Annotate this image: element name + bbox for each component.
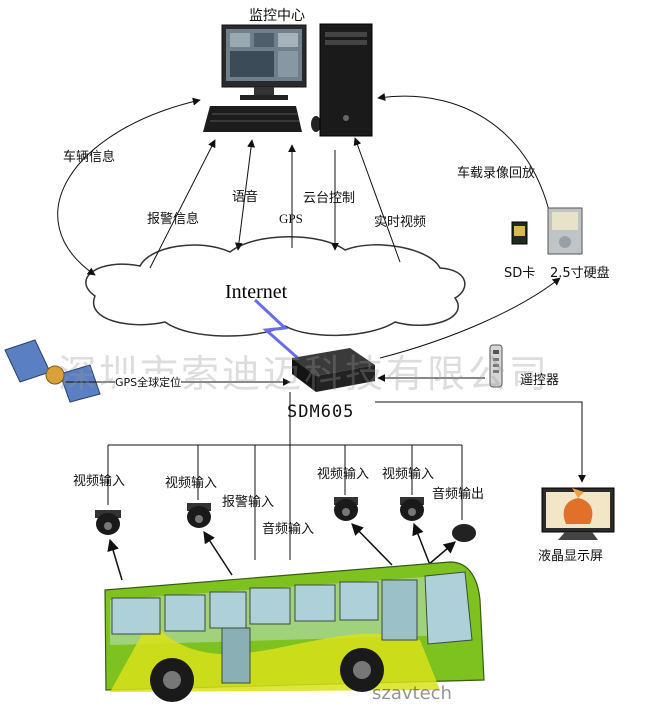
remote-control-label: 遥控器 xyxy=(520,373,560,388)
sd-card-icon xyxy=(511,221,528,245)
audio-input-label: 音频输入 xyxy=(262,522,315,537)
gps-label: GPS xyxy=(279,211,303,226)
camera-icon xyxy=(95,510,121,535)
wireless-link-icon xyxy=(253,298,301,362)
arrow-realtime-video xyxy=(353,137,401,263)
ptz-control-label: 云台控制 xyxy=(303,191,356,206)
realtime-video-label: 实时视频 xyxy=(374,215,427,230)
hard-disk-label: 2.5寸硬盘 xyxy=(550,266,610,281)
hard-disk-icon xyxy=(547,207,583,255)
keyboard-icon xyxy=(203,106,302,132)
arrow-camera-4 xyxy=(412,522,431,566)
device-model-label: SDM605 xyxy=(287,402,355,422)
video-input-label: 视频输入 xyxy=(165,476,218,491)
arrow-camera-1 xyxy=(107,538,123,581)
mouse-icon xyxy=(311,116,321,132)
sdm605-device-icon xyxy=(292,348,375,392)
arrow-alarm-info xyxy=(149,139,216,269)
lcd-screen-label: 液晶显示屏 xyxy=(538,549,604,564)
internet-label: Internet xyxy=(225,281,288,303)
video-input-label: 视频输入 xyxy=(317,467,370,482)
arrow-playback xyxy=(377,93,556,246)
bus-illustration xyxy=(104,561,485,702)
monitor-icon xyxy=(221,24,307,100)
remote-control-icon xyxy=(489,344,503,388)
audio-output-label: 音频输出 xyxy=(432,487,485,502)
video-input-label: 视频输入 xyxy=(382,467,435,482)
arrow-lcd xyxy=(375,401,586,483)
brand-logo-text: szavtech xyxy=(372,683,452,704)
arrow-camera-3 xyxy=(351,523,393,566)
video-input-label: 视频输入 xyxy=(73,474,126,489)
voice-label: 语音 xyxy=(232,190,259,205)
sd-card-label: SD卡 xyxy=(504,266,536,281)
lcd-screen-icon xyxy=(541,487,615,540)
pc-tower-icon xyxy=(319,23,373,137)
camera-icon xyxy=(334,497,358,521)
alarm-info-label: 报警信息 xyxy=(147,212,200,227)
camera-icon xyxy=(400,497,424,521)
vehicle-playback-label: 车载录像回放 xyxy=(457,166,536,181)
vehicle-info-label: 车辆信息 xyxy=(63,150,116,165)
alarm-input-label: 报警输入 xyxy=(222,495,275,510)
monitoring-center-label: 监控中心 xyxy=(249,8,305,24)
gps-positioning-label: GPS全球定位 xyxy=(115,374,182,390)
speaker-icon xyxy=(452,524,476,542)
arrow-voice xyxy=(234,139,256,251)
arrow-camera-2 xyxy=(203,530,233,576)
camera-icon xyxy=(187,503,211,528)
arrow-vehicle-info xyxy=(57,97,201,276)
arrow-speaker xyxy=(427,541,456,566)
satellite-icon xyxy=(4,339,101,403)
arrow-device-to-storage xyxy=(379,277,561,359)
